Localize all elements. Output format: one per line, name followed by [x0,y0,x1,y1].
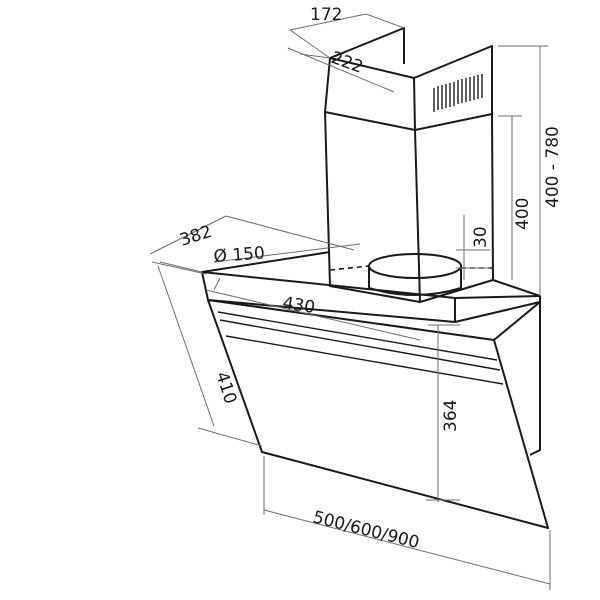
hood-top-body [201,251,541,323]
top-front-edge [201,271,456,299]
vent-grille [433,74,483,112]
chimney-top-front [324,57,416,131]
label-outlet-offset: 30 [471,226,491,248]
label-panel-height: 364 [441,400,461,432]
label-inner-width: 430 [281,293,316,318]
outlet-cylinder [368,266,462,296]
outlet-hidden-lines [329,265,493,271]
label-chimney-depth: 222 [328,48,365,78]
label-hood-width: 500/600/900 [311,507,421,553]
chimney-top-side [413,45,493,114]
chimney-side-face [414,113,494,303]
label-chimney-width: 172 [310,5,342,25]
chimney-front-face [324,111,421,303]
panel-front-face [207,299,549,529]
dimension-lines [149,13,551,590]
panel-band-edge [217,311,498,361]
outlet-collar [329,253,493,296]
top-plate [201,251,541,323]
panel-side-face [493,301,541,456]
label-outlet-diameter: Ø 150 [213,243,266,267]
glass-panel [207,299,549,529]
label-top-depth: 382 [177,222,214,251]
label-chimney-height-range: 400 - 780 [543,126,563,208]
top-side-edge [454,295,541,299]
label-panel-depth: 410 [211,369,240,406]
panel-band-top [219,319,501,371]
dimension-labels: 172 222 400 - 780 400 30 Ø 150 382 430 4… [177,5,563,553]
panel-band-bottom [225,335,504,385]
label-chimney-height: 400 [513,198,533,230]
outlet-top-ellipse [368,253,462,279]
